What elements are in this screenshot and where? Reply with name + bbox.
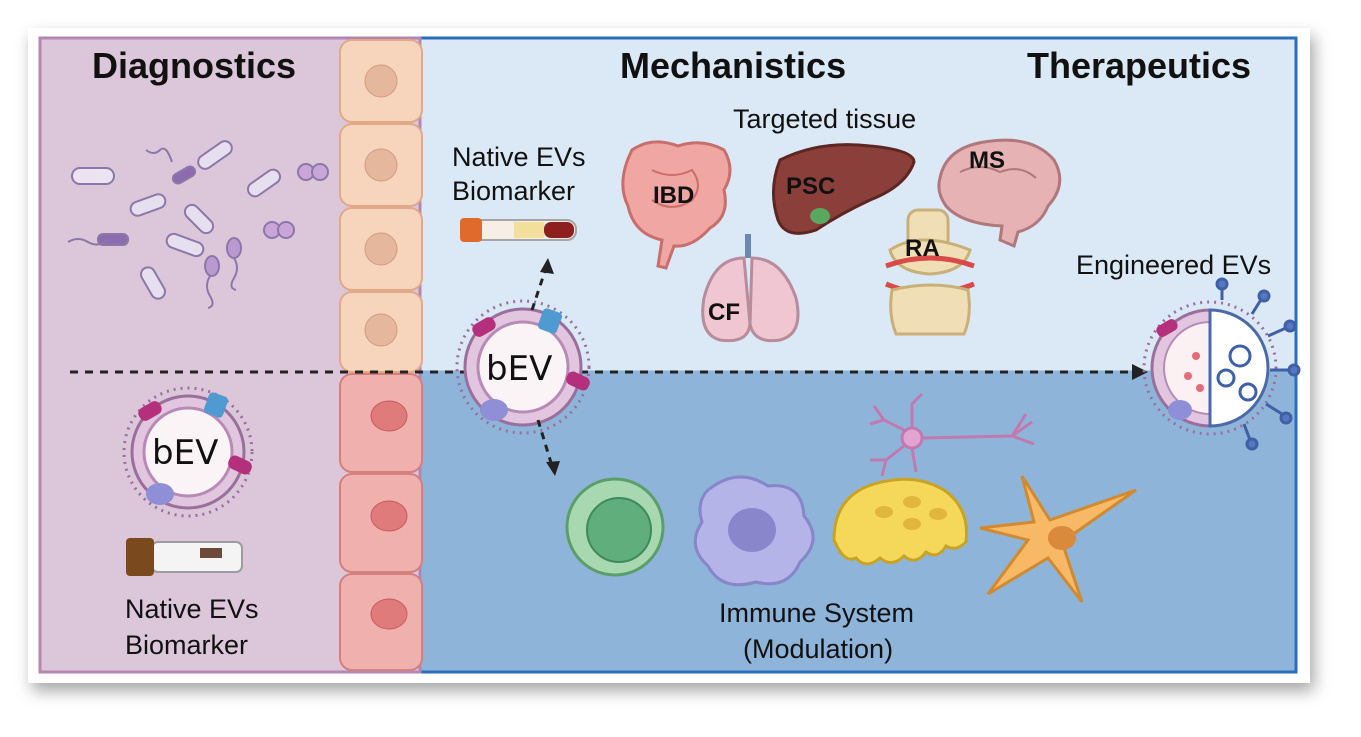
targeted-tissue-label: Targeted tissue	[733, 104, 916, 134]
dendritic-cell-icon	[979, 475, 1137, 603]
bev-label-left: bEV	[152, 433, 218, 473]
brain-icon	[937, 138, 1062, 249]
diagnostics-heading: Diagnostics	[92, 45, 296, 86]
immune-system-label-line2: (Modulation)	[743, 634, 893, 664]
bev-label-center: bEV	[486, 349, 552, 389]
lymphocyte-icon	[565, 477, 665, 577]
sample-tube-icon	[126, 538, 243, 576]
dashed-arrow-down	[536, 419, 554, 467]
macrophage-icon	[693, 475, 815, 587]
engineered-ev-icon	[1142, 277, 1301, 451]
epithelial-cells-column	[339, 39, 423, 671]
native-evs-biomarker-top-line1: Native EVs	[452, 142, 586, 172]
bacteria-icon	[67, 140, 329, 309]
neuron-icon	[869, 392, 1035, 477]
blood-tube-icon	[460, 218, 577, 242]
immune-system-label-line1: Immune System	[719, 598, 914, 628]
bev-vesicle-center	[455, 299, 591, 435]
engineered-evs-label: Engineered EVs	[1076, 250, 1271, 280]
arrow-down-head-icon	[546, 461, 560, 476]
bev-vesicle-left	[122, 386, 254, 518]
native-evs-biomarker-top-line2: Biomarker	[452, 176, 575, 206]
organ-label-ibd: IBD	[653, 182, 694, 209]
organ-label-ms: MS	[969, 147, 1005, 174]
intestine-icon	[621, 140, 732, 270]
lungs-icon	[701, 234, 800, 343]
mechanistics-heading: Mechanistics	[620, 45, 846, 86]
therapeutics-heading: Therapeutics	[1027, 45, 1251, 86]
native-evs-biomarker-bottom-line1: Native EVs	[125, 594, 259, 624]
liver-icon	[772, 143, 916, 235]
osteoclast-icon	[832, 477, 969, 566]
arrow-up-head-icon	[540, 258, 554, 274]
organ-label-ra: RA	[905, 235, 940, 262]
joint-icon	[885, 208, 975, 336]
native-evs-biomarker-bottom-line2: Biomarker	[125, 630, 248, 660]
arrow-head-icon	[1132, 364, 1148, 380]
organ-label-cf: CF	[708, 299, 740, 326]
organ-label-psc: PSC	[786, 173, 835, 200]
